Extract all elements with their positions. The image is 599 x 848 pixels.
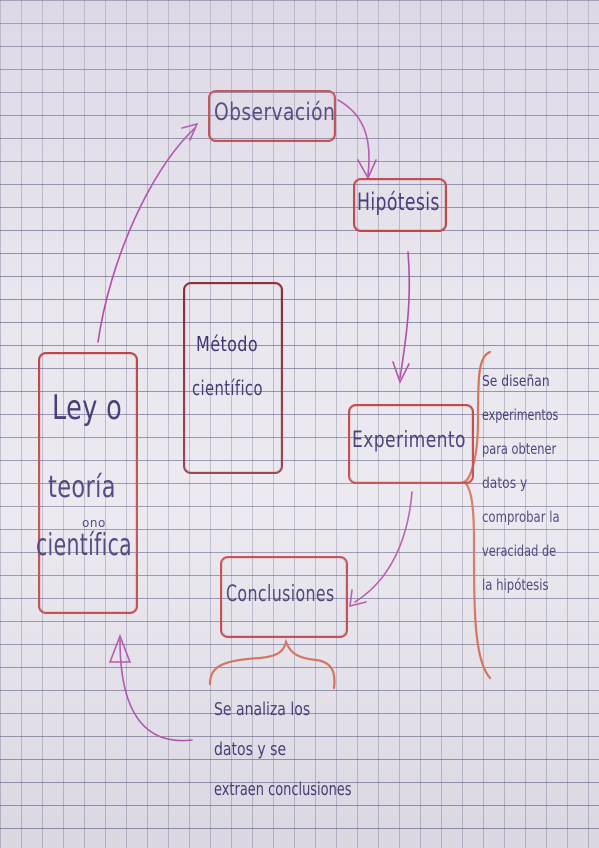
box-metodo	[183, 282, 283, 474]
note-experimento-line: datos y	[482, 474, 528, 492]
box-experimento	[348, 404, 474, 484]
note-conclusiones-line: datos y se	[214, 739, 287, 760]
arrowhead-hipotesis	[357, 159, 377, 180]
box-conclusiones	[220, 556, 348, 638]
box-ley	[38, 352, 138, 614]
arrowhead-ley	[108, 633, 132, 663]
box-observacion	[208, 90, 336, 142]
arrow-experimento-conclusiones	[354, 491, 413, 603]
arrow-conclusiones-ley	[119, 639, 193, 742]
note-conclusiones-line: extraen conclusiones	[214, 779, 352, 800]
arrowhead-observacion	[181, 122, 199, 141]
note-conclusiones: Se analiza los datos y se extraen conclu…	[214, 690, 405, 810]
node-ley-line1: Ley o	[52, 388, 123, 428]
note-experimento-line: veracidad de	[482, 542, 557, 560]
node-ley-line3: científica	[36, 528, 132, 563]
note-experimento-line: Se diseñan	[482, 372, 550, 390]
brace-conclusiones	[208, 638, 336, 690]
arrow-ley-observacion	[97, 127, 196, 343]
arrowhead-experimento	[392, 361, 410, 385]
note-conclusiones-line: Se analiza los	[214, 699, 311, 720]
arrow-observacion-hipotesis	[337, 99, 370, 176]
node-ley-insert: ono	[82, 516, 106, 530]
note-experimento-line: comprobar la	[482, 508, 560, 526]
node-conclusiones: Conclusiones	[226, 582, 335, 607]
note-experimento: Se diseñan experimentos para obtener dat…	[482, 364, 585, 602]
node-observacion: Observación	[214, 98, 336, 126]
node-experimento: Experimento	[352, 428, 466, 453]
arrow-hipotesis-experimento	[399, 251, 411, 379]
note-experimento-line: para obtener	[482, 440, 557, 458]
node-metodo-line1: Método	[196, 332, 259, 356]
note-experimento-line: la hipótesis	[482, 576, 549, 594]
arrowhead-conclusiones	[349, 589, 367, 608]
note-experimento-line: experimentos	[482, 406, 559, 424]
node-metodo-line2: científico	[192, 376, 263, 400]
box-hipotesis	[353, 178, 447, 232]
node-hipotesis: Hipótesis	[357, 188, 440, 216]
node-ley-line2: teoría	[48, 470, 116, 505]
